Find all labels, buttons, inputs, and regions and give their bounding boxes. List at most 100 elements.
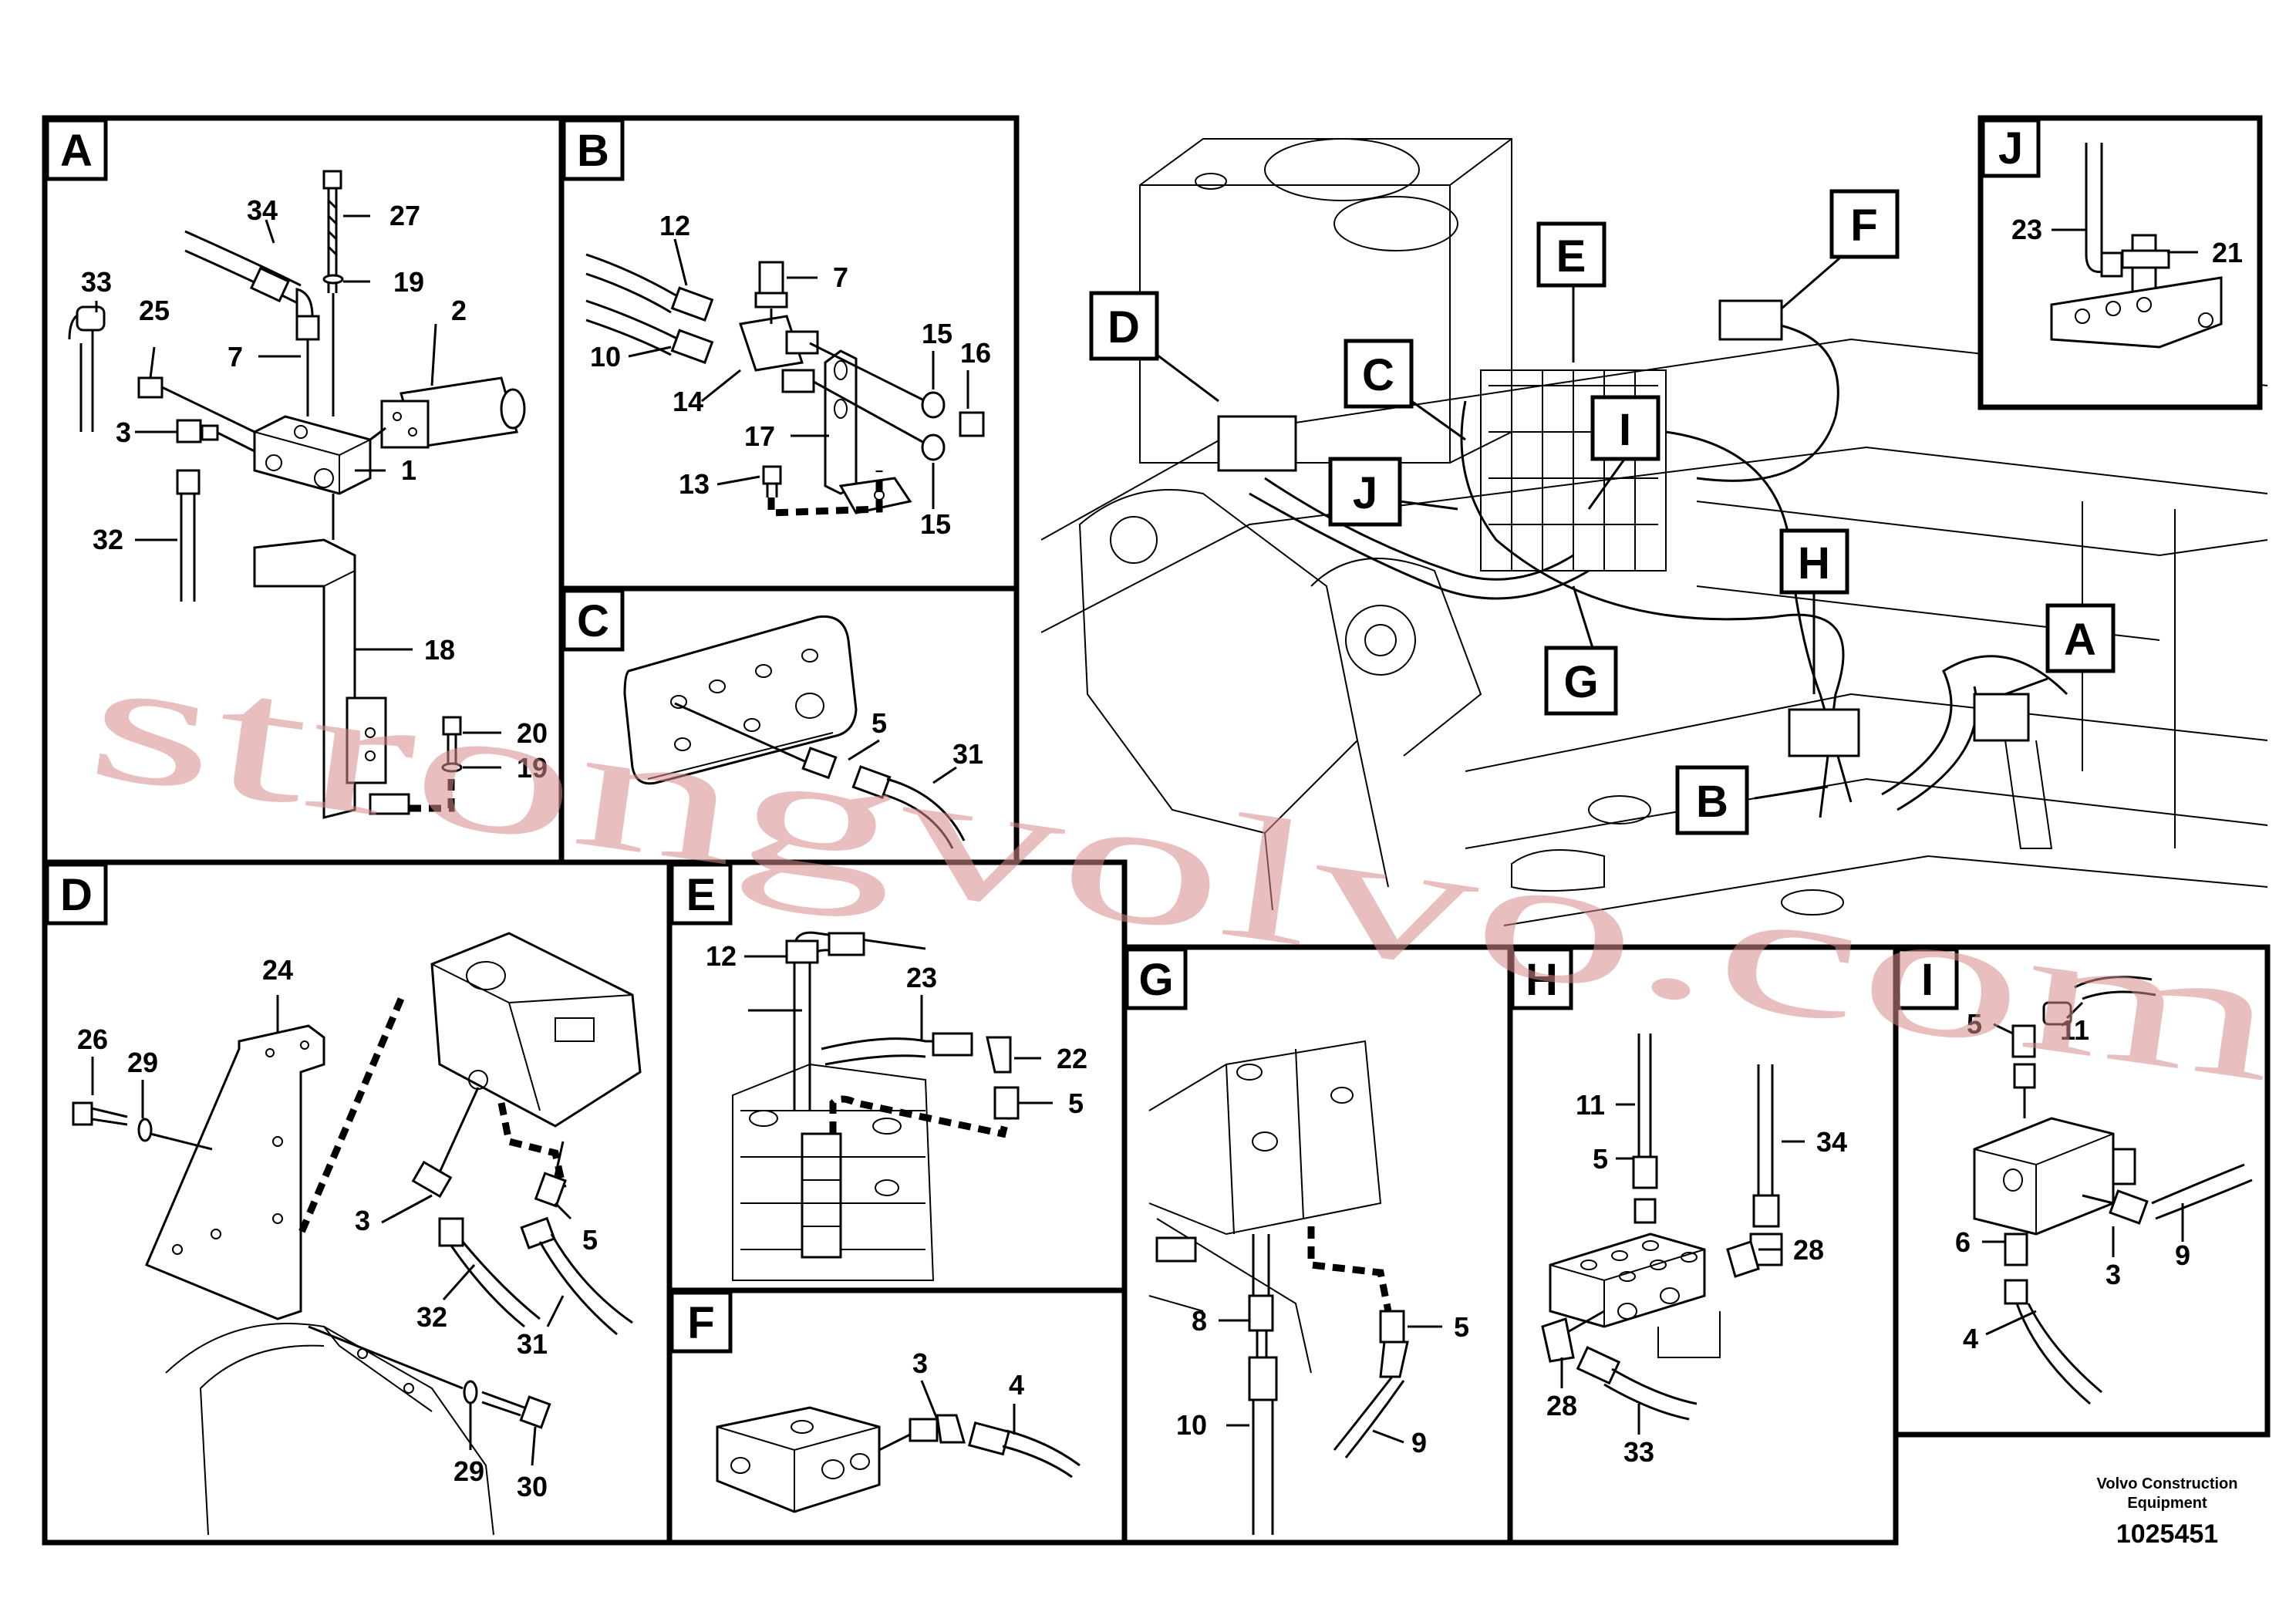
part-callout-33: 33 xyxy=(1623,1436,1654,1468)
overview-tag-a: A xyxy=(2045,603,2116,673)
view-tag-d: D xyxy=(1108,302,1140,352)
part-callout-19: 19 xyxy=(517,752,548,784)
part-callout-23: 23 xyxy=(2011,214,2042,245)
part-callout-28: 28 xyxy=(1546,1390,1577,1421)
part-callout-10: 10 xyxy=(1176,1409,1207,1441)
overview-tag-j: J xyxy=(1328,457,1402,527)
view-tag-h: H xyxy=(1798,538,1830,588)
overview-tag-e: E xyxy=(1536,221,1607,288)
overview-tag-f: F xyxy=(1829,189,1900,259)
panel-d: D xyxy=(42,859,673,1546)
part-callout-16: 16 xyxy=(960,337,991,369)
overview-tag-d: D xyxy=(1089,291,1159,361)
part-callout-3: 3 xyxy=(2106,1259,2121,1290)
part-callout-5: 5 xyxy=(1068,1088,1084,1119)
overview-tag-i: I xyxy=(1590,395,1660,461)
part-callout-13: 13 xyxy=(679,468,710,500)
part-callout-26: 26 xyxy=(77,1023,108,1055)
part-callout-9: 9 xyxy=(1411,1427,1427,1458)
overview-tag-b: B xyxy=(1675,765,1749,835)
part-callout-29: 29 xyxy=(127,1047,158,1078)
panel-f: F 3 4 xyxy=(666,1287,1128,1546)
view-tag-a: A xyxy=(2064,615,2096,665)
part-callout-12: 12 xyxy=(659,210,690,241)
panel-g: G 8 5 10 9 xyxy=(1121,944,1513,1546)
part-callout-2: 2 xyxy=(451,295,467,326)
part-callout-20: 20 xyxy=(517,717,548,749)
part-callout-21: 21 xyxy=(2212,237,2243,268)
part-callout-12: 12 xyxy=(706,940,737,972)
part-callout-33: 33 xyxy=(81,266,112,298)
panel-b: B xyxy=(558,115,1020,592)
panel-i: I 5 11 6 3 9 4 xyxy=(1893,944,2271,1438)
view-tag-e: E xyxy=(1556,231,1586,282)
part-callout-23: 23 xyxy=(906,962,937,993)
company-name-line2: Equipment xyxy=(2127,1495,2207,1512)
view-tag-d: D xyxy=(60,870,93,920)
part-callout-32: 32 xyxy=(93,524,123,555)
view-tag-i: I xyxy=(1921,955,1934,1005)
panel-h: H 11 34 5 28 28 33 xyxy=(1507,944,1899,1546)
part-callout-25: 25 xyxy=(139,295,170,326)
part-callout-9: 9 xyxy=(2175,1239,2190,1271)
part-callout-5: 5 xyxy=(872,707,887,739)
view-tag-c: C xyxy=(1362,350,1394,400)
view-tag-e: E xyxy=(686,870,716,920)
view-tag-i: I xyxy=(1619,405,1631,455)
part-callout-3: 3 xyxy=(116,416,131,448)
part-callout-31: 31 xyxy=(952,738,983,770)
part-callout-34: 34 xyxy=(247,194,278,226)
view-tag-c: C xyxy=(577,596,609,646)
part-callout-34: 34 xyxy=(1816,1126,1847,1158)
part-callout-10: 10 xyxy=(590,341,621,373)
part-callout-1: 1 xyxy=(401,454,416,486)
part-callout-29: 29 xyxy=(453,1455,484,1487)
part-callout-24: 24 xyxy=(262,954,293,986)
part-callout-11: 11 xyxy=(2060,1014,2089,1046)
view-tag-f: F xyxy=(1850,201,1877,251)
view-tag-a: A xyxy=(60,126,93,176)
part-callout-31: 31 xyxy=(517,1328,548,1360)
part-callout-5: 5 xyxy=(1593,1143,1608,1175)
part-callout-3: 3 xyxy=(912,1347,928,1379)
part-callout-15: 15 xyxy=(922,318,952,349)
panel-c: C 5 31 xyxy=(558,585,1020,865)
part-callout-5: 5 xyxy=(1967,1008,1982,1040)
panel-j: J 23 21 xyxy=(1977,115,2263,410)
part-callout-11: 11 xyxy=(1576,1089,1605,1121)
part-callout-14: 14 xyxy=(673,386,703,417)
overview-tag-g: G xyxy=(1544,646,1618,716)
view-tag-g: G xyxy=(1563,657,1598,707)
document-number: 1025451 xyxy=(2116,1519,2218,1549)
view-tag-j: J xyxy=(1353,468,1377,518)
part-callout-17: 17 xyxy=(744,420,775,452)
part-callout-22: 22 xyxy=(1057,1043,1087,1074)
panel-e: E 12 23 22 5 xyxy=(666,859,1128,1293)
part-callout-30: 30 xyxy=(517,1471,548,1502)
part-callout-32: 32 xyxy=(416,1301,447,1333)
part-callout-5: 5 xyxy=(1454,1311,1469,1343)
part-callout-19: 19 xyxy=(393,266,424,298)
part-callout-3: 3 xyxy=(355,1205,370,1236)
part-callout-5: 5 xyxy=(582,1224,598,1256)
view-tag-b: B xyxy=(577,126,609,176)
part-callout-28: 28 xyxy=(1793,1234,1824,1266)
part-callout-7: 7 xyxy=(228,341,243,373)
view-tag-b: B xyxy=(1696,777,1728,827)
part-callout-4: 4 xyxy=(1009,1369,1024,1401)
footer: Volvo Construction Equipment 1025451 xyxy=(2097,1475,2238,1549)
part-callout-15: 15 xyxy=(920,508,951,540)
view-tag-g: G xyxy=(1138,955,1173,1005)
overview-tag-c: C xyxy=(1344,339,1414,409)
company-name-line1: Volvo Construction xyxy=(2097,1475,2238,1492)
part-callout-7: 7 xyxy=(833,261,848,293)
view-tag-h: H xyxy=(1526,955,1558,1005)
part-callout-4: 4 xyxy=(1963,1323,1978,1354)
part-callout-8: 8 xyxy=(1192,1305,1207,1337)
overview-leaders xyxy=(1156,257,2048,800)
part-callout-27: 27 xyxy=(389,200,420,231)
part-callout-6: 6 xyxy=(1955,1226,1971,1258)
view-tag-f: F xyxy=(687,1298,714,1348)
view-tag-j: J xyxy=(1998,123,2023,174)
